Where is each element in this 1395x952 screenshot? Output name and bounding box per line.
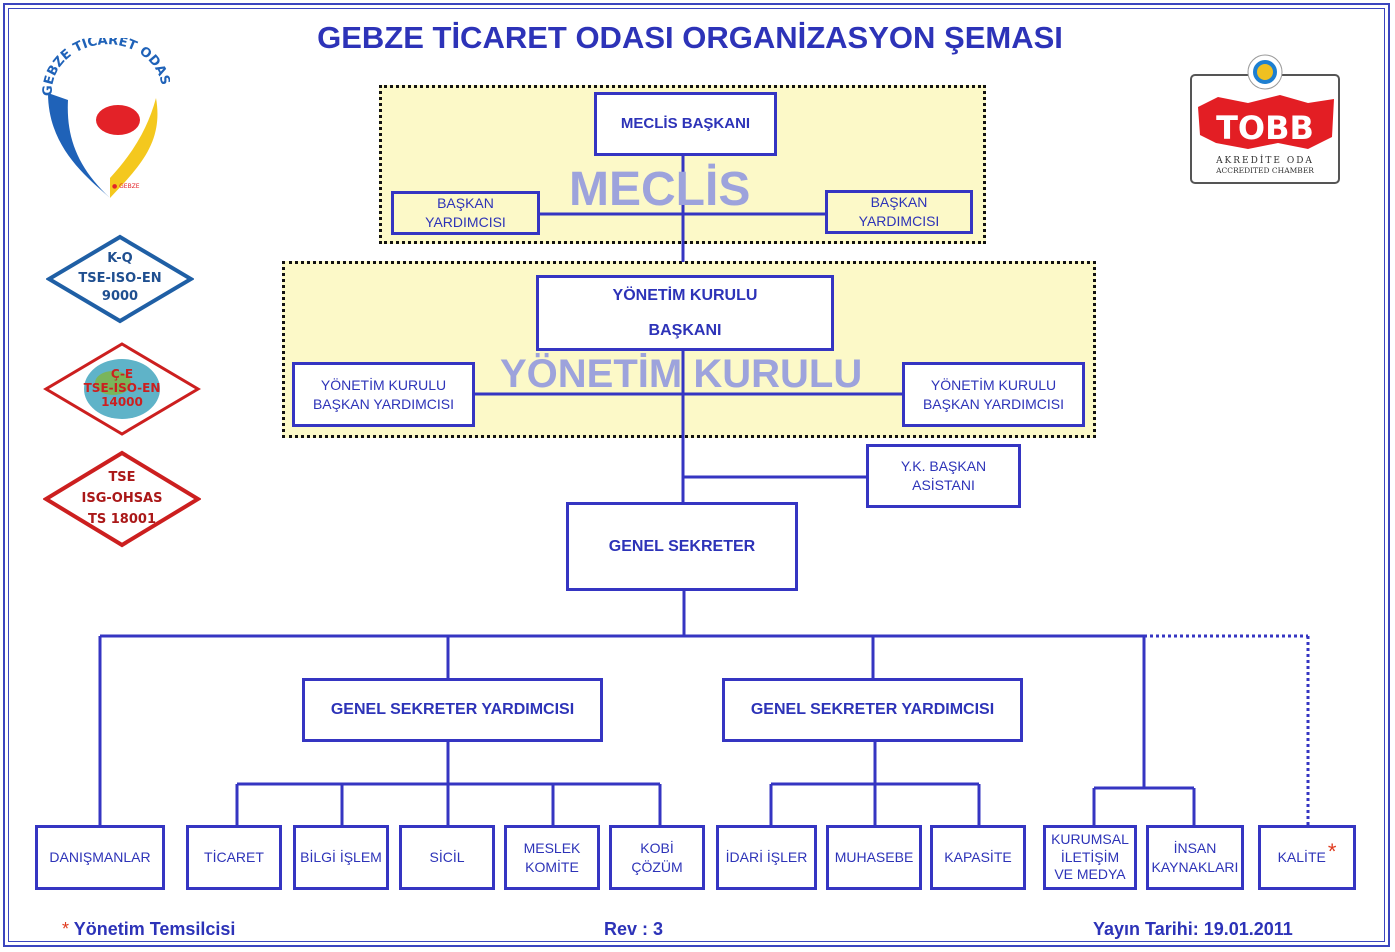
svg-text:GEBZE TİCARET ODASI: GEBZE TİCARET ODASI	[38, 38, 170, 96]
dept-kapasite: KAPASİTE	[930, 825, 1026, 890]
kq-line2: TSE-ISO-EN	[78, 271, 161, 286]
gto-logo-text: GEBZE TİCARET ODASI	[38, 38, 170, 96]
tobb-logo-sub2: ACCREDITED CHAMBER	[1215, 166, 1314, 175]
genel-sekreter-box: GENEL SEKRETER	[566, 502, 798, 591]
yonetim-kurulu-watermark: YÖNETİM KURULU	[500, 352, 863, 396]
footer-publish-date: Yayın Tarihi: 19.01.2011	[1093, 919, 1293, 939]
dept-ticaret: TİCARET	[186, 825, 282, 890]
footer-star: *	[62, 919, 70, 939]
dept-kurumsal-iletisim: KURUMSAL İLETİŞİM VE MEDYA	[1043, 825, 1137, 890]
kq-line3: 9000	[102, 289, 138, 304]
kq-line1: K-Q	[107, 251, 132, 266]
dept-insan-kaynaklari: İNSAN KAYNAKLARI	[1146, 825, 1244, 890]
yk-baskan-yardimcisi-left: YÖNETİM KURULU BAŞKAN YARDIMCISI	[292, 362, 475, 427]
isg-line2: ISG-OHSAS	[82, 491, 163, 506]
tobb-logo: TOBB AKREDİTE ODA ACCREDITED CHAMBER	[1190, 54, 1340, 184]
inner-frame	[8, 8, 1385, 942]
ce-line3: 14000	[101, 395, 143, 409]
dept-idari-isler: İDARİ İŞLER	[716, 825, 817, 890]
dept-kalite-label: KALİTE	[1277, 849, 1326, 866]
dept-bilgi-islem: BİLGİ İŞLEM	[293, 825, 389, 890]
gebze-chamber-logo: GEBZE TİCARET ODASI ● GEBZE	[38, 38, 170, 198]
footer-revision: Rev : 3	[604, 919, 664, 939]
gto-logo-small: ● GEBZE	[112, 183, 140, 190]
tobb-logo-sub1: AKREDİTE ODA	[1215, 154, 1314, 166]
yk-baskan-asistani-box: Y.K. BAŞKAN ASİSTANI	[866, 444, 1021, 508]
footer-representative-label: Yönetim Temsilcisi	[73, 919, 236, 939]
dept-muhasebe: MUHASEBE	[826, 825, 922, 890]
isg-line1: TSE	[108, 470, 135, 485]
outer-frame	[3, 3, 1390, 947]
dept-kalite: KALİTE*	[1258, 825, 1356, 890]
dept-sicil: SİCİL	[399, 825, 495, 890]
page-title: GEBZE TİCARET ODASI ORGANİZASYON ŞEMASI	[317, 20, 1063, 55]
yk-baskani-box: YÖNETİM KURULU BAŞKANI	[536, 275, 834, 351]
isg-ohsas-18001-badge: TSE ISG-OHSAS TS 18001	[43, 450, 201, 548]
meclis-baskan-yardimcisi-right: BAŞKAN YARDIMCISI	[825, 190, 973, 234]
dept-danismanlar: DANIŞMANLAR	[35, 825, 165, 890]
kq-tse-iso-9000-badge: K-Q TSE-ISO-EN 9000	[46, 234, 194, 324]
footer-representative: * Yönetim Temsilcisi	[62, 919, 235, 940]
kalite-star: *	[1327, 838, 1337, 864]
dept-meslek-komite: MESLEK KOMİTE	[504, 825, 600, 890]
dept-kobi-cozum: KOBİ ÇÖZÜM	[609, 825, 705, 890]
meclis-baskani-box: MECLİS BAŞKANI	[594, 92, 777, 156]
isg-line3: TS 18001	[88, 512, 156, 527]
meclis-watermark: MECLİS	[569, 163, 751, 216]
ce-line2: TSE-ISO-EN	[84, 381, 161, 395]
yk-baskan-yardimcisi-right: YÖNETİM KURULU BAŞKAN YARDIMCISI	[902, 362, 1085, 427]
ce-tse-iso-14000-badge: Ç-E TSE-ISO-EN 14000	[43, 342, 201, 436]
ce-line1: Ç-E	[111, 367, 133, 381]
tobb-logo-text: TOBB	[1216, 109, 1314, 147]
genel-sekreter-yardimcisi-right: GENEL SEKRETER YARDIMCISI	[722, 678, 1023, 742]
genel-sekreter-yardimcisi-left: GENEL SEKRETER YARDIMCISI	[302, 678, 603, 742]
meclis-baskan-yardimcisi-left: BAŞKAN YARDIMCISI	[391, 191, 540, 235]
